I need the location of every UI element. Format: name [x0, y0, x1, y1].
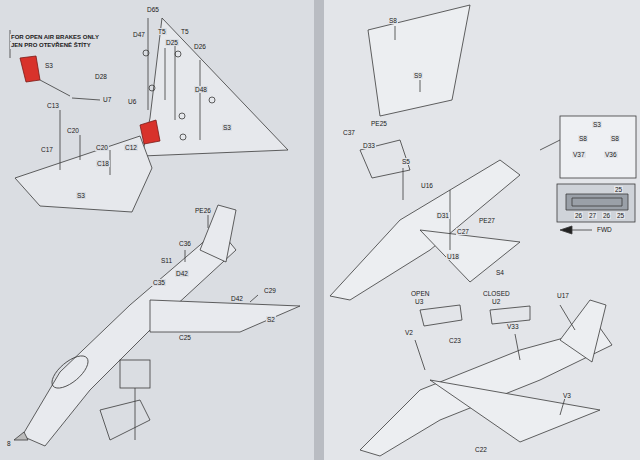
- callout-label: PE26: [194, 207, 212, 214]
- callout-label: D26: [193, 43, 207, 50]
- callout-label: 26: [602, 212, 611, 219]
- callout-label: C35: [152, 279, 166, 286]
- callout-label: S2: [266, 316, 276, 323]
- callout-label: U18: [446, 253, 460, 260]
- callout-label: C25: [178, 334, 192, 341]
- callout-label: V3: [562, 392, 572, 399]
- callout-label: D28: [94, 73, 108, 80]
- callout-label: C17: [40, 146, 54, 153]
- callout-label: T5: [157, 28, 167, 35]
- callout-label: C18: [96, 160, 110, 167]
- callout-label: D42: [230, 295, 244, 302]
- callout-label: C36: [178, 240, 192, 247]
- callout-label: U2: [491, 298, 501, 305]
- callout-label: V36: [604, 151, 618, 158]
- callout-label: S3: [44, 62, 54, 69]
- callout-label: S5: [401, 158, 411, 165]
- callout-label: S3: [592, 121, 602, 128]
- callout-label: C20: [95, 144, 109, 151]
- callout-label: V37: [572, 151, 586, 158]
- callout-label: 25: [614, 186, 623, 193]
- callout-label: D42: [175, 270, 189, 277]
- callout-label: S9: [413, 72, 423, 79]
- callout-label: V33: [506, 323, 520, 330]
- callout-label: U6: [127, 98, 137, 105]
- callout-label: C23: [448, 337, 462, 344]
- callout-label: FWD: [596, 226, 613, 233]
- callout-label: D65: [146, 6, 160, 13]
- callout-label: 27: [588, 212, 597, 219]
- callout-label: V2: [404, 329, 414, 336]
- callout-label: U3: [414, 298, 424, 305]
- callout-label: C22: [474, 446, 488, 453]
- callout-label: C13: [46, 102, 60, 109]
- note-text: FOR OPEN AIR BRAKES ONLY: [10, 34, 100, 41]
- callout-label: S4: [495, 269, 505, 276]
- callout-label: S8: [610, 135, 620, 142]
- callout-label: 8: [6, 440, 12, 447]
- callout-label: U7: [102, 96, 112, 103]
- callout-label: S8: [388, 17, 398, 24]
- callout-label: U16: [420, 182, 434, 189]
- callout-label: PE25: [370, 120, 388, 127]
- callout-label: D47: [132, 31, 146, 38]
- callout-label: C20: [66, 127, 80, 134]
- callout-label: C12: [124, 144, 138, 151]
- callout-label: OPEN: [410, 290, 430, 297]
- callout-label: S11: [160, 257, 173, 264]
- callout-label: U17: [556, 292, 570, 299]
- callout-label: C29: [263, 287, 277, 294]
- callout-label: C27: [456, 228, 470, 235]
- callout-label: CLOSED: [482, 290, 511, 297]
- note-text: JEN PRO OTEVŘENÉ ŠTÍTY: [10, 42, 92, 49]
- callout-label: S3: [76, 192, 86, 199]
- callout-label: D33: [362, 142, 376, 149]
- callout-label: 26: [574, 212, 583, 219]
- callout-label: S8: [578, 135, 588, 142]
- callout-label: PE27: [478, 217, 496, 224]
- callout-label: S3: [222, 124, 232, 131]
- callout-label: D48: [194, 86, 208, 93]
- callout-label: C37: [342, 129, 356, 136]
- callout-label: T5: [180, 28, 190, 35]
- callout-label: 25: [616, 212, 625, 219]
- callout-label: D25: [165, 39, 179, 46]
- callout-label: D31: [436, 212, 450, 219]
